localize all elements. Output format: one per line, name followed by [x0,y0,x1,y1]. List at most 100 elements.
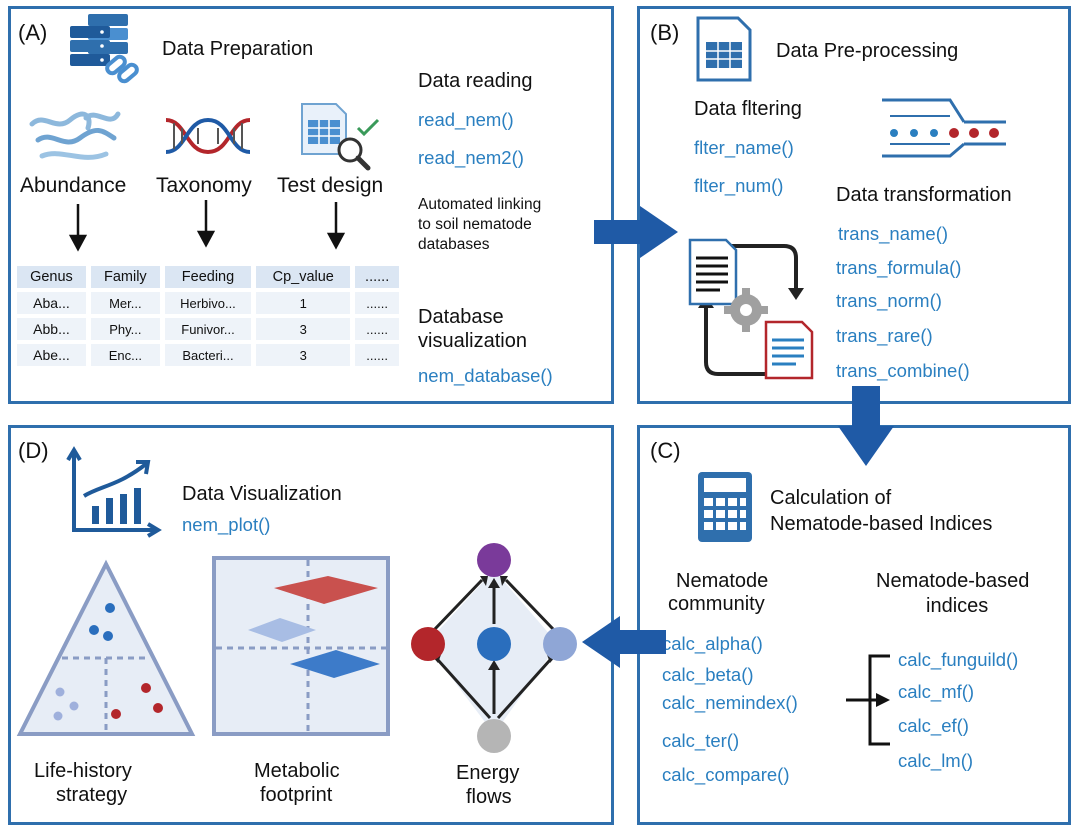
fn-calc-lm: calc_lm() [898,750,974,771]
fn-filter-name: flter_name() [694,137,794,158]
source-label-taxonomy: Taxonomy [156,174,252,197]
db-visualization-title-line1: Database [418,306,504,328]
plot-label-energy-line2: flows [466,786,512,808]
table-cell: Bacteri... [164,344,252,366]
plot-label-life-history-line2: strategy [56,784,128,806]
fn-trans-name: trans_name() [838,223,949,244]
fn-calc-ter: calc_ter() [662,730,740,751]
table-cell: Abe... [17,344,86,366]
fn-calc-nemindex: calc_nemindex() [662,692,798,713]
panel-d-title: Data Visualization [182,483,342,505]
table-row: Abb... Phy... Funivor... 3 ...... [17,318,399,340]
energy-flows-plot [411,543,577,753]
table-cell: Mer... [90,292,160,314]
table-cell: Herbivo... [164,292,252,314]
arrow-c-to-d [582,616,666,668]
fn-calc-funguild: calc_funguild() [898,649,1019,670]
source-label-abundance: Abundance [20,174,127,197]
panel-b-tag: (B) [650,20,680,45]
panel-a-title: Data Preparation [162,38,314,60]
metabolic-footprint-plot [212,556,390,736]
table-cell: 3 [256,344,351,366]
community-title-line2: community [668,593,765,615]
table-cell: Funivor... [164,318,252,340]
plot-label-metabolic-line2: footprint [260,784,333,806]
table-header: Genus [17,266,86,288]
table-cell: ...... [355,344,399,366]
plot-label-life-history-line1: Life-history [34,760,132,782]
source-label-test-design: Test design [277,174,384,197]
data-reading-title: Data reading [418,70,533,92]
plot-label-energy-line1: Energy [456,762,520,784]
lh-point [105,603,115,613]
fn-trans-combine: trans_combine() [836,360,970,381]
db-link-note-line1: Automated linking [418,196,542,213]
panel-a-tag: (A) [18,20,48,45]
panel-d-tag: (D) [18,438,49,463]
lh-point [69,701,79,711]
table-row: Aba... Mer... Herbivo... 1 ...... [17,292,399,314]
lh-point [153,703,163,713]
fn-filter-num: flter_num() [694,175,784,196]
dna-icon [165,117,251,155]
fn-read-nem: read_nem() [418,109,514,130]
spreadsheet-search-icon [301,103,380,171]
fn-calc-compare: calc_compare() [662,764,790,785]
table-header: Cp_value [256,266,351,288]
table-header: ...... [355,266,399,288]
nematode-icon [29,111,121,160]
table-cell: Aba... [17,292,86,314]
fn-calc-alpha: calc_alpha() [662,633,763,654]
table-row: Abe... Enc... Bacteri... 3 ...... [17,344,399,366]
taxonomy-table: Genus Family Feeding Cp_value ...... Aba… [12,262,404,370]
fn-nem-database: nem_database() [418,365,553,386]
table-header: Feeding [164,266,252,288]
table-header: Family [90,266,160,288]
table-cell: ...... [355,292,399,314]
document-processing-icon [688,238,814,380]
fn-trans-norm: trans_norm() [836,290,942,311]
fn-read-nem2: read_nem2() [418,147,524,168]
panel-c-title-line1: Calculation of [770,487,892,509]
lh-point [141,683,151,693]
fn-trans-rare: trans_rare() [836,325,933,346]
trend-chart-icon [66,446,162,538]
lh-point [103,631,113,641]
plot-label-metabolic-line1: Metabolic [254,760,340,782]
db-link-note-line2: to soil nematode [418,216,532,233]
fn-calc-beta: calc_beta() [662,664,754,685]
panel-c-tag: (C) [650,438,681,463]
data-transformation-title: Data transformation [836,184,1012,206]
table-cell: 3 [256,318,351,340]
pipeline-icon [882,98,1006,158]
lh-point [55,687,65,697]
spreadsheet-icon [696,16,752,82]
table-cell: Phy... [90,318,160,340]
lh-point [89,625,99,635]
panel-c-title-line2: Nematode-based Indices [770,513,993,535]
table-header-row: Genus Family Feeding Cp_value ...... [17,266,399,288]
fn-nem-plot: nem_plot() [182,514,271,535]
lh-point [111,709,121,719]
table-cell: ...... [355,318,399,340]
indices-title-line1: Nematode-based [876,570,1030,592]
fn-calc-ef: calc_ef() [898,715,969,736]
table-cell: 1 [256,292,351,314]
calculator-icon [698,472,752,542]
server-link-icon [70,14,139,84]
lh-point [53,711,63,721]
arrow-a-to-b [594,206,678,258]
db-link-note-line3: databases [418,236,490,253]
life-history-triangle-plot [16,559,196,736]
indices-bracket-arrow [846,654,890,746]
panel-b-title: Data Pre-processing [776,40,959,62]
arrow-b-to-c [838,386,894,466]
indices-title-line2: indices [926,595,989,617]
data-filtering-title: Data fltering [694,98,802,120]
table-cell: Abb... [17,318,86,340]
community-title-line1: Nematode [676,570,769,592]
db-visualization-title-line2: visualization [418,330,527,352]
down-arrows [68,200,346,252]
table-cell: Enc... [90,344,160,366]
fn-calc-mf: calc_mf() [898,681,975,702]
